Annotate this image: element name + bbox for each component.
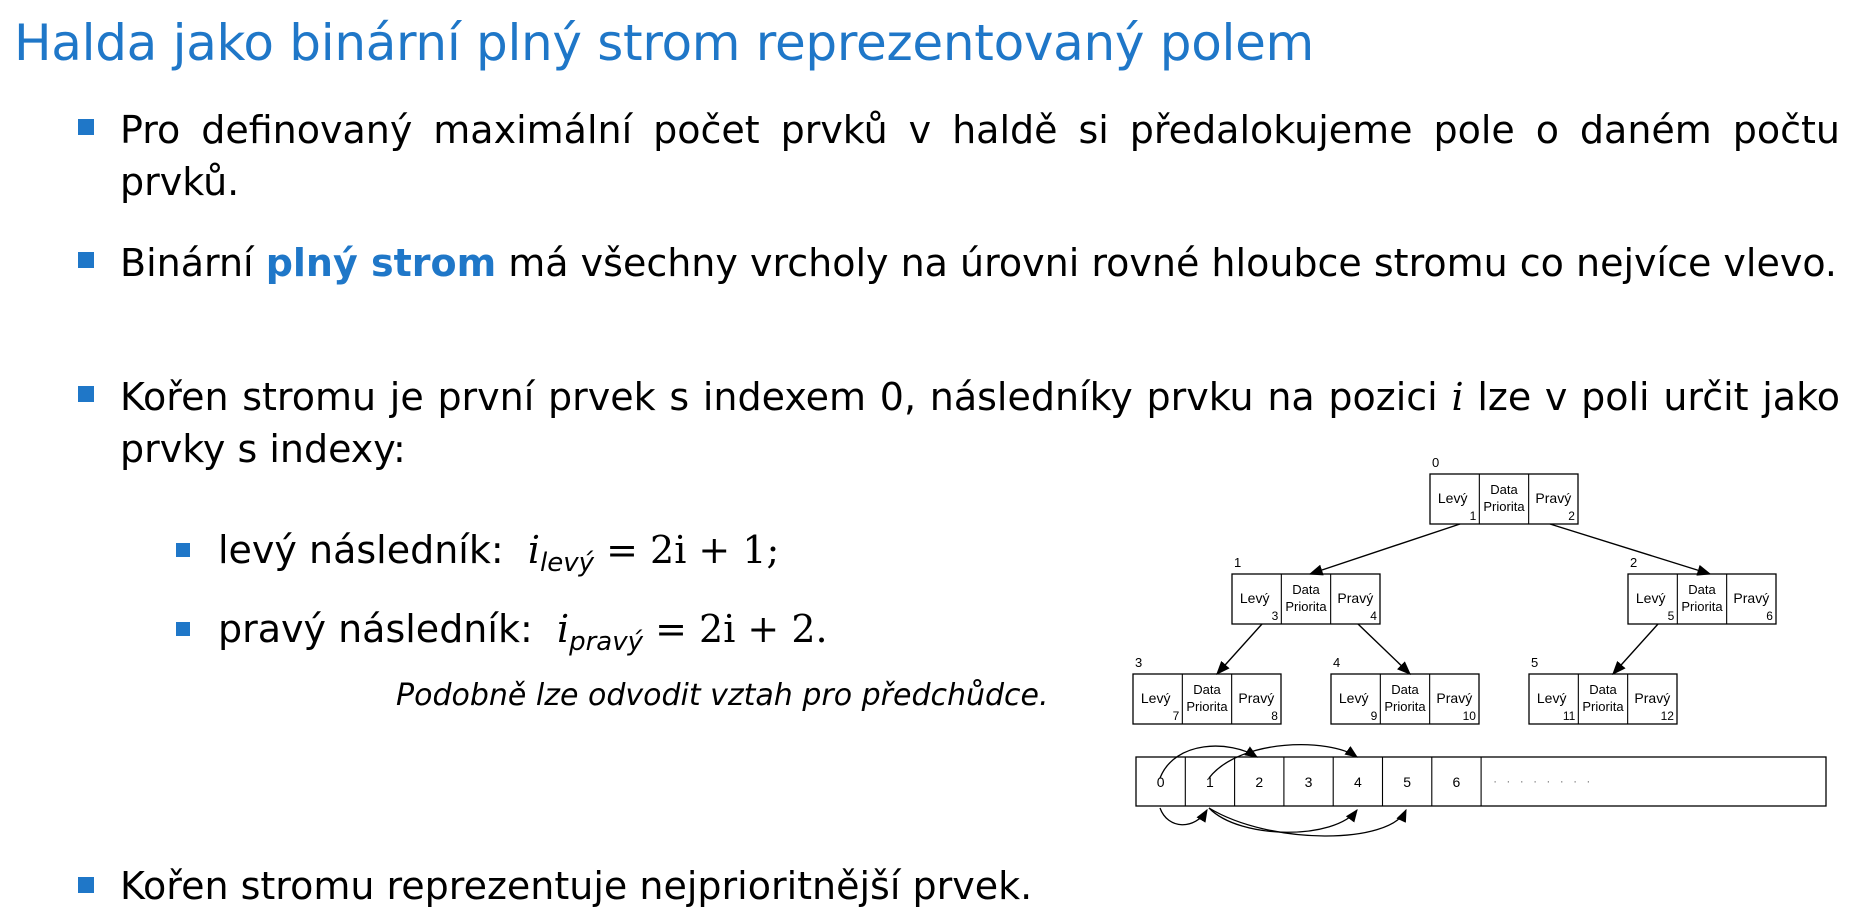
node-index-label: 1 <box>1234 555 1241 570</box>
node-left-index: 5 <box>1668 609 1675 623</box>
node-left-label: Levý <box>1636 590 1666 606</box>
node-right-index: 6 <box>1766 609 1773 623</box>
node-left-label: Levý <box>1339 690 1369 706</box>
array-link-curve <box>1159 807 1208 826</box>
bullet-marker <box>78 252 94 268</box>
node-left-index: 11 <box>1563 709 1576 723</box>
array-link-curve <box>1208 744 1359 779</box>
array-cell-label: 5 <box>1403 774 1411 790</box>
node-right-index: 2 <box>1568 509 1575 523</box>
bullet-4: Kořen stromu reprezentuje nejprioritnějš… <box>120 864 1033 908</box>
bullet-marker <box>78 119 94 135</box>
node-left-label: Levý <box>1240 590 1270 606</box>
node-data-label: Data <box>1688 582 1716 597</box>
array-link-curve <box>1208 807 1358 833</box>
tree-edge <box>1549 523 1712 576</box>
tree-edge <box>1357 623 1412 675</box>
node-priority-label: Priorita <box>1681 599 1723 614</box>
node-right-label: Pravý <box>1634 690 1670 706</box>
node-right-label: Pravý <box>1733 590 1769 606</box>
array-cell-label: 3 <box>1305 774 1313 790</box>
node-right-index: 12 <box>1661 709 1675 723</box>
array-cell-label: 0 <box>1157 774 1165 790</box>
node-index-label: 5 <box>1531 655 1538 670</box>
node-left-label: Levý <box>1537 690 1567 706</box>
bullet-3: Kořen stromu je první prvek s indexem 0,… <box>120 375 1840 471</box>
node-data-label: Data <box>1490 482 1518 497</box>
bullet-marker <box>78 386 94 402</box>
bullet-2: Binární plný strom má všechny vrcholy na… <box>120 241 1838 285</box>
node-right-label: Pravý <box>1436 690 1472 706</box>
array-cell-label: 1 <box>1206 774 1214 790</box>
array-link-curve <box>1159 745 1259 779</box>
node-index-label: 4 <box>1333 655 1340 670</box>
sub-bullet-marker <box>176 543 190 557</box>
node-data-label: Data <box>1292 582 1320 597</box>
array-cell-label: 2 <box>1255 774 1263 790</box>
slide-title: Halda jako binární plný strom reprezento… <box>14 14 1314 72</box>
array-link-curve <box>1208 807 1407 837</box>
node-priority-label: Priorita <box>1582 699 1624 714</box>
node-right-label: Pravý <box>1238 690 1274 706</box>
node-data-label: Data <box>1391 682 1419 697</box>
node-right-index: 8 <box>1271 709 1278 723</box>
bullet-marker <box>78 877 94 893</box>
tree-edge <box>1612 623 1659 676</box>
node-priority-label: Priorita <box>1285 599 1327 614</box>
node-left-label: Levý <box>1438 490 1468 506</box>
node-data-label: Data <box>1193 682 1221 697</box>
array-cell-label: 4 <box>1354 774 1362 790</box>
node-data-label: Data <box>1589 682 1617 697</box>
node-priority-label: Priorita <box>1186 699 1228 714</box>
node-right-index: 10 <box>1463 709 1477 723</box>
sub-bullet-right: pravý následník: ipravý = 2i + 2. <box>218 607 828 657</box>
node-index-label: 3 <box>1135 655 1142 670</box>
array-cell-label: 6 <box>1453 774 1461 790</box>
node-left-index: 7 <box>1173 709 1180 723</box>
node-right-label: Pravý <box>1535 490 1571 506</box>
node-index-label: 2 <box>1630 555 1637 570</box>
bullet-1: Pro definovaný maximální počet prvků v h… <box>120 108 1840 204</box>
node-left-label: Levý <box>1141 690 1171 706</box>
node-left-index: 9 <box>1371 709 1378 723</box>
highlight-term: plný strom <box>265 241 497 285</box>
sub-bullet-marker <box>176 622 190 636</box>
node-right-label: Pravý <box>1337 590 1373 606</box>
array-ellipsis: · · · · · · · · <box>1493 774 1593 788</box>
array-strip: 0 1 2 3 4 5 6 · · · · · · · · <box>1135 756 1827 807</box>
tree-edge <box>1308 523 1461 576</box>
sub-bullet-left: levý následník: ilevý = 2i + 1; <box>218 528 780 578</box>
node-priority-label: Priorita <box>1483 499 1525 514</box>
node-priority-label: Priorita <box>1384 699 1426 714</box>
node-left-index: 1 <box>1470 509 1477 523</box>
tree-edge <box>1216 623 1263 676</box>
note-text: Podobně lze odvodit vztah pro předchůdce… <box>396 678 1049 713</box>
node-right-index: 4 <box>1370 609 1377 623</box>
node-left-index: 3 <box>1272 609 1279 623</box>
